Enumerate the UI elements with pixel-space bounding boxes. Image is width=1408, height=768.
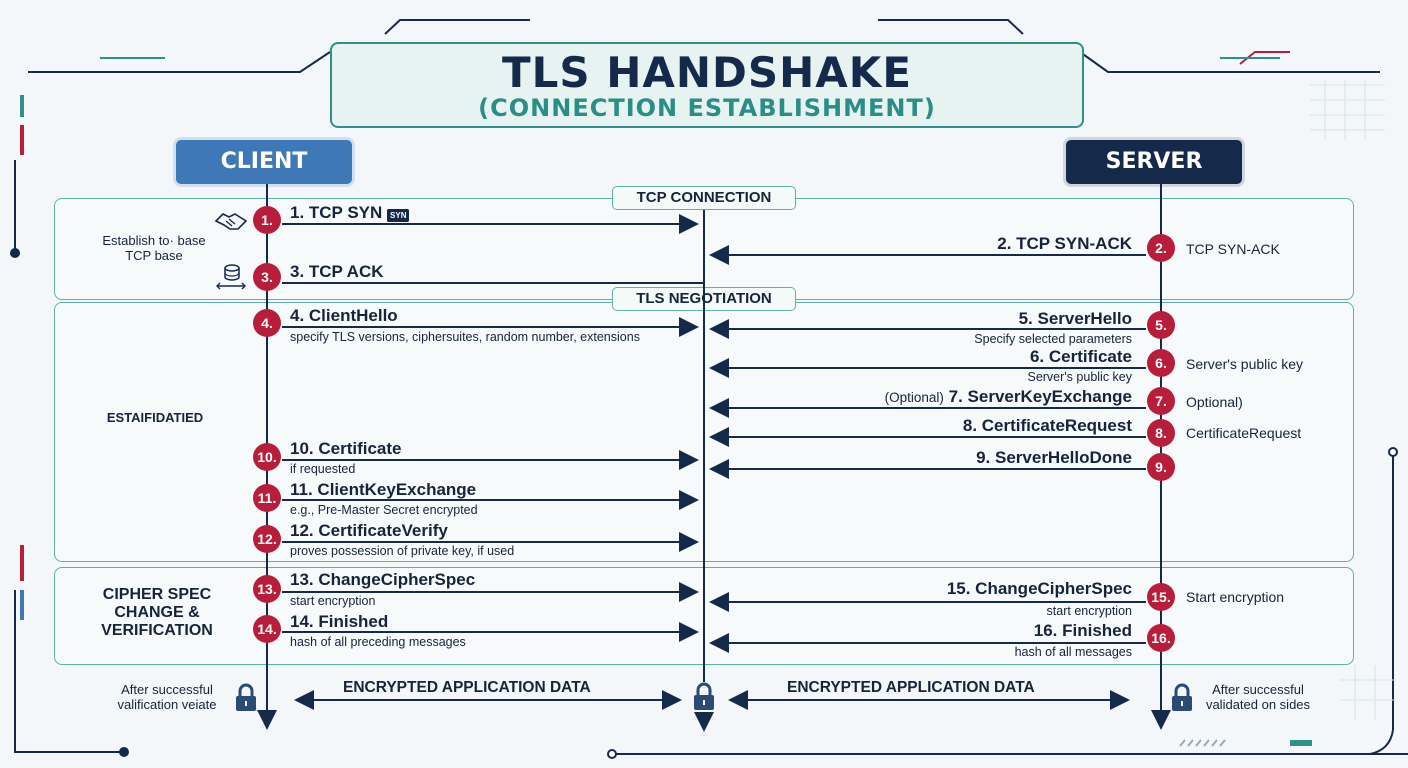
step-badge-10: 10. <box>253 443 281 471</box>
syn-tag: SYN <box>387 209 410 222</box>
database-icon <box>216 264 246 290</box>
step-badge-13: 13. <box>253 575 281 603</box>
title-banner: TLS HANDSHAKE (CONNECTION ESTABLISHMENT) <box>330 42 1084 128</box>
step-12-detail: proves possession of private key, if use… <box>290 544 515 558</box>
step-13-detail: start encryption <box>290 594 376 608</box>
side-label-cipher: CIPHER SPEC CHANGE & VERIFICATION <box>101 586 213 639</box>
app-data-left-label: ENCRYPTED APPLICATION DATA <box>343 679 591 696</box>
step-6-detail: Server's public key <box>1027 370 1132 384</box>
step-4-label: 4. ClientHello <box>290 306 398 325</box>
step-12-label: 12. CertificateVerify <box>290 521 448 540</box>
phase-label-tcp: TCP CONNECTION <box>612 186 796 210</box>
step-badge-5: 5. <box>1147 311 1175 339</box>
step-1-text: 1. TCP SYN <box>290 203 383 222</box>
step-badge-16: 16. <box>1147 624 1175 652</box>
lock-icon <box>694 682 714 710</box>
step-badge-15: 15. <box>1147 583 1175 611</box>
step-10-detail: if requested <box>290 462 356 476</box>
side-label-tls: ESTAIFIDATIED <box>106 410 204 425</box>
step-badge-14: 14. <box>253 615 281 643</box>
step-7-text: 7. ServerKeyExchange <box>948 387 1132 406</box>
step-badge-4: 4. <box>253 309 281 337</box>
client-final-note: After successful valification veiate <box>117 682 217 712</box>
step-6-label: 6. Certificate <box>1029 347 1132 366</box>
step-8-label: 8. CertificateRequest <box>962 416 1132 435</box>
page-subtitle: (CONNECTION ESTABLISHMENT) <box>478 94 936 122</box>
step-14-detail: hash of all preceding messages <box>290 635 466 649</box>
step-7-note: Optional) <box>1186 394 1243 410</box>
step-5-detail: Specify selected parameters <box>974 332 1132 346</box>
lock-icon <box>236 683 256 711</box>
step-badge-6: 6. <box>1147 349 1175 377</box>
step-16-detail: hash of all messages <box>1014 645 1132 659</box>
step-13-label: 13. ChangeCipherSpec <box>290 570 476 589</box>
server-final-note: After successful validated on sides <box>1205 682 1311 712</box>
page-title: TLS HANDSHAKE <box>501 48 913 97</box>
step-4-detail: specify TLS versions, ciphersuites, rand… <box>290 330 640 344</box>
step-7-label: (Optional) 7. ServerKeyExchange <box>782 387 1132 407</box>
step-3-label: 3. TCP ACK <box>290 262 384 281</box>
handshake-icon <box>214 213 248 230</box>
step-badge-2: 2. <box>1147 234 1175 262</box>
step-badge-9: 9. <box>1147 453 1175 481</box>
app-data-right-label: ENCRYPTED APPLICATION DATA <box>787 679 1035 696</box>
step-5-label: 5. ServerHello <box>1018 309 1132 328</box>
step-badge-3: 3. <box>253 263 281 291</box>
step-badge-11: 11. <box>253 484 281 512</box>
step-1-label: 1. TCP SYN SYN <box>290 203 410 223</box>
step-11-label: 11. ClientKeyExchange <box>290 480 477 499</box>
step-15-detail: start encryption <box>1046 604 1132 618</box>
step-11-detail: e.g., Pre-Master Secret encrypted <box>290 503 478 517</box>
step-15-label: 15. ChangeCipherSpec <box>946 579 1132 598</box>
client-actor: CLIENT <box>176 140 352 184</box>
step-9-label: 9. ServerHelloDone <box>976 448 1132 467</box>
step-2-note: TCP SYN-ACK <box>1186 241 1280 257</box>
step-badge-8: 8. <box>1147 419 1175 447</box>
step-7-prefix: (Optional) <box>884 390 944 405</box>
step-badge-7: 7. <box>1147 387 1175 415</box>
lock-icon <box>1172 683 1192 711</box>
step-15-note: Start encryption <box>1186 589 1285 605</box>
step-10-label: 10. Certificate <box>290 439 402 458</box>
step-2-label: 2. TCP SYN-ACK <box>997 234 1132 253</box>
step-badge-1: 1. <box>253 206 281 234</box>
step-16-label: 16. Finished <box>1033 621 1132 640</box>
step-8-note: CertificateRequest <box>1186 425 1302 441</box>
step-badge-12: 12. <box>253 525 281 553</box>
side-label-tcp: Establish to· base TCP base <box>102 233 206 263</box>
server-actor: SERVER <box>1066 140 1242 184</box>
step-14-label: 14. Finished <box>290 612 389 631</box>
step-6-note: Server's public key <box>1186 356 1304 372</box>
